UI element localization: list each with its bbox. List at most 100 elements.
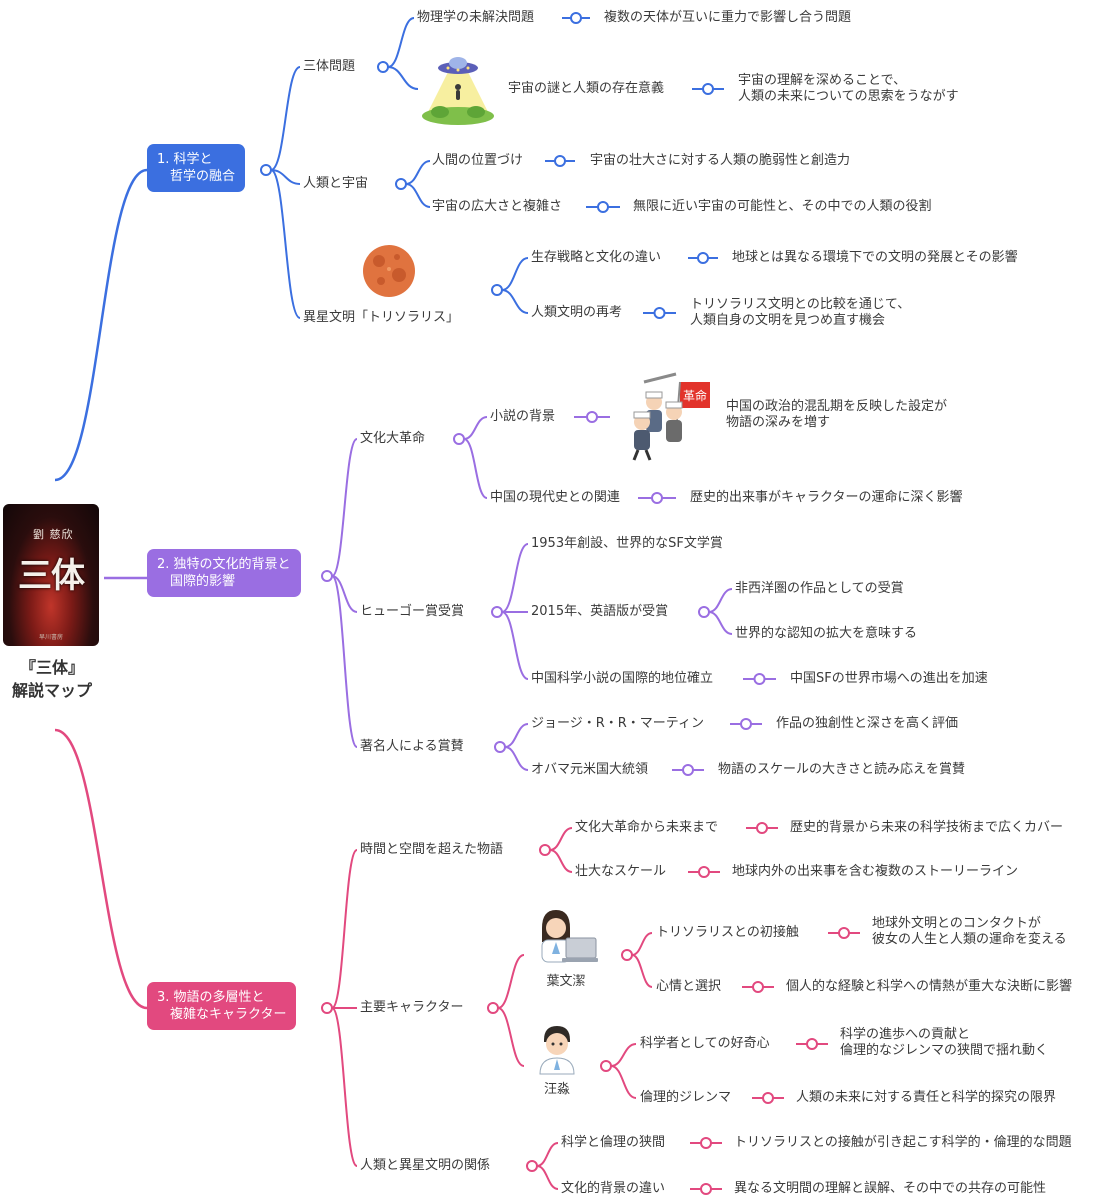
character-wang-miao-name[interactable]: 汪淼 [543, 1082, 570, 1097]
connector-joint [321, 1002, 333, 1014]
item-survival-strategy[interactable]: 生存戦略と文化の違い [531, 250, 662, 265]
sub-global-recognition: 世界的な認知の拡大を意味する [735, 626, 918, 641]
topic-cultural-revolution[interactable]: 文化大革命 [360, 431, 426, 446]
topic-humanity-universe[interactable]: 人類と宇宙 [303, 176, 369, 191]
connector-line [405, 160, 431, 185]
branch-cultural-background[interactable]: 2. 独特の文化的背景と 国際的影響 [147, 549, 301, 597]
item-hugo-2015[interactable]: 2015年、英語版が受賞 [531, 604, 669, 619]
connector-joint [762, 1092, 774, 1104]
item-grand-scale[interactable]: 壮大なスケール [575, 864, 667, 879]
connector-joint [700, 1183, 712, 1195]
connector-joint [491, 606, 503, 618]
connector-line [331, 1007, 358, 1167]
connector-joint [621, 949, 633, 961]
connector-line [536, 1142, 559, 1167]
topic-alien-relations[interactable]: 人類と異星文明の関係 [360, 1158, 491, 1173]
connector-line [331, 438, 358, 577]
item-science-ethics[interactable]: 科学と倫理の狭間 [561, 1135, 666, 1150]
detail-revolution-to-future: 歴史的背景から未来の科学技術まで広くカバー [790, 820, 1064, 835]
book-author: 劉 慈欣 [33, 528, 74, 541]
connector-line [501, 289, 529, 314]
detail-grand-scale: 地球内外の出来事を含む複数のストーリーライン [732, 864, 1019, 879]
book-cover-image: 劉 慈欣 三体 早川書房 [3, 504, 99, 646]
connector-joint [702, 83, 714, 95]
connector-joint [698, 866, 710, 878]
item-ethical-dilemma[interactable]: 倫理的ジレンマ [640, 1090, 732, 1105]
topic-time-space-story[interactable]: 時間と空間を超えた物語 [360, 842, 504, 857]
item-cosmic-mystery[interactable]: 宇宙の謎と人類の存在意義 [508, 81, 665, 96]
detail-novel-background: 中国の政治的混乱期を反映した設定が 物語の深みを増す [726, 399, 948, 430]
item-novel-background[interactable]: 小説の背景 [490, 409, 556, 424]
detail-first-contact: 地球外文明とのコンタクトが 彼女の人生と人類の運命を変える [872, 916, 1067, 947]
item-revolution-to-future[interactable]: 文化大革命から未来まで [575, 820, 719, 835]
connector-line [631, 932, 653, 956]
female-scientist-icon [541, 910, 598, 963]
item-george-martin[interactable]: ジョージ・R・R・マーティン [531, 716, 705, 731]
connector-joint [838, 927, 850, 939]
connector-line [497, 1007, 525, 1067]
root-branch-line [54, 728, 148, 1010]
connector-line [631, 954, 653, 988]
detail-cosmic-mystery: 宇宙の理解を深めることで、 人類の未来についての思索をうながす [738, 73, 959, 104]
item-obama[interactable]: オバマ元米国大統領 [531, 762, 649, 777]
detail-human-position: 宇宙の壮大さに対する人類の脆弱性と創造力 [590, 153, 851, 168]
connector-joint [740, 718, 752, 730]
branch-science-philosophy[interactable]: 1. 科学と 哲学の融合 [147, 144, 246, 192]
detail-gravity-problem: 複数の天体が互いに重力で影響し合う問題 [604, 10, 852, 25]
connector-line [405, 183, 431, 208]
item-unsolved-physics[interactable]: 物理学の未解決問題 [417, 10, 535, 25]
item-first-contact[interactable]: トリソラリスとの初接触 [656, 925, 799, 940]
topic-hugo-award[interactable]: ヒューゴー賞受賞 [360, 604, 465, 619]
item-universe-vastness[interactable]: 宇宙の広大さと複雑さ [432, 199, 563, 214]
item-scientific-curiosity[interactable]: 科学者としての好奇心 [640, 1036, 770, 1051]
connector-joint [753, 673, 766, 685]
detail-scientific-curiosity: 科学の進歩への貢献と 倫理的なジレンマの狭間で揺れ動く [840, 1027, 1049, 1058]
connector-joint [491, 284, 503, 296]
detail-feelings-choice: 個人的な経験と科学への情熱が重大な決断に影響 [786, 979, 1073, 994]
connector-joint [487, 1002, 499, 1014]
connector-joint [554, 155, 566, 167]
detail-science-ethics: トリソラリスとの接触が引き起こす科学的・倫理的な問題 [734, 1135, 1072, 1150]
male-scientist-icon [539, 1026, 575, 1075]
connector-joint [597, 201, 609, 213]
item-chinese-sf-status[interactable]: 中国科学小説の国際的地位確立 [531, 671, 714, 686]
svg-text:革命: 革命 [683, 388, 707, 403]
connector-joint [395, 178, 407, 190]
detail-modern-history: 歴史的出来事がキャラクターの運命に深く影響 [690, 490, 963, 505]
connector-joint [494, 741, 506, 753]
topic-trisolaris[interactable]: 異星文明「トリソラリス」 [303, 310, 460, 325]
connector-joint [697, 252, 709, 264]
connector-joint [700, 1137, 712, 1149]
book-cover-title: 三体 [18, 556, 85, 596]
detail-cultural-difference: 異なる文明間の理解と誤解、その中での共存の可能性 [734, 1181, 1047, 1196]
topic-celebrity-praise[interactable]: 著名人による賞賛 [360, 739, 464, 754]
connector-joint [682, 764, 694, 776]
connector-line [331, 575, 358, 613]
character-ye-wenjie-name[interactable]: 葉文潔 [546, 974, 586, 989]
connector-joint [377, 61, 389, 73]
detail-universe-vastness: 無限に近い宇宙の可能性と、その中での人類の役割 [633, 199, 932, 214]
connector-joint [526, 1160, 538, 1172]
item-hugo-founded[interactable]: 1953年創設、世界的なSF文学賞 [531, 536, 723, 551]
connector-line [463, 438, 488, 499]
connector-line [501, 257, 529, 291]
connector-joint [752, 981, 764, 993]
connector-joint [651, 492, 663, 504]
item-modern-history[interactable]: 中国の現代史との関連 [490, 490, 620, 505]
connector-line [270, 169, 301, 319]
topic-three-body-problem[interactable]: 三体問題 [303, 59, 356, 74]
item-human-position[interactable]: 人間の位置づけ [432, 153, 524, 168]
item-feelings-choice[interactable]: 心情と選択 [656, 979, 722, 994]
connector-line [270, 169, 301, 185]
topic-main-characters[interactable]: 主要キャラクター [360, 1000, 464, 1015]
branch-narrative-characters[interactable]: 3. 物語の多層性と 複雑なキャラクター [147, 982, 297, 1030]
connector-line [501, 543, 529, 613]
connector-line [610, 1043, 637, 1067]
connector-joint [600, 1060, 612, 1072]
connector-line [331, 849, 358, 1009]
revolution-crowd-icon: 革命 [632, 372, 710, 461]
item-rethink-civilization[interactable]: 人類文明の再考 [531, 305, 623, 320]
book-publisher: 早川書房 [38, 634, 63, 641]
item-cultural-difference[interactable]: 文化的背景の違い [561, 1181, 666, 1196]
connector-line [504, 723, 529, 748]
